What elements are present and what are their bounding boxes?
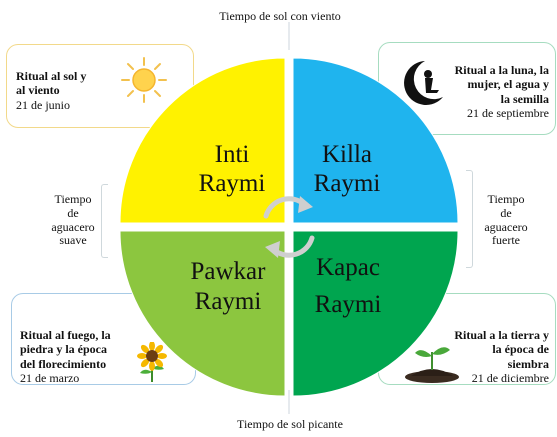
ritual-title-line: del florecimiento <box>20 356 107 371</box>
ritual-title-line: siembra <box>507 356 549 371</box>
time-label-left-line: suave <box>59 233 87 248</box>
ritual-title-line: Ritual a la luna, la <box>454 63 549 77</box>
quadrant-kapac-raymi <box>292 230 459 397</box>
ritual-card-text: Ritual al fuego, la piedra y la época de… <box>20 328 132 386</box>
ritual-card-text: Ritual a la luna, la mujer, el agua y la… <box>431 63 549 121</box>
time-label-bottom: Tiempo de sol picante <box>237 417 343 431</box>
ritual-title-line: Ritual al fuego, la <box>20 328 111 342</box>
ritual-card-text: Ritual al sol y al viento 21 de junio <box>16 69 126 112</box>
quadrant-label-line: Raymi <box>195 288 262 315</box>
time-label-left-line: aguacero <box>51 219 95 234</box>
moon-icon <box>404 61 443 105</box>
ritual-title-line: al viento <box>16 83 60 98</box>
ritual-title-line: la semilla <box>500 91 549 106</box>
quadrant-label-line: Inti <box>215 141 250 168</box>
ritual-card-text: Ritual a la tierra y la época de siembra… <box>429 328 549 386</box>
quadrant-label-line: Kapac <box>316 254 380 281</box>
quadrant-label-line: Raymi <box>315 291 382 318</box>
time-label-right: Tiempo de aguacero fuerte <box>466 192 546 248</box>
ritual-title-line: la época de <box>492 342 549 357</box>
arrow-head-icon <box>265 241 280 258</box>
ritual-date: 21 de septiembre <box>467 106 549 121</box>
sun-icon <box>121 57 167 103</box>
quadrant-inti-raymi <box>119 57 286 224</box>
time-label-right-line: Tiempo <box>487 192 525 206</box>
ritual-date: 21 de junio <box>16 97 70 112</box>
time-label-left-line: de <box>67 205 79 220</box>
sprout-icon <box>405 347 459 383</box>
time-label-top: Tiempo de sol con viento <box>219 9 341 23</box>
bracket-left <box>101 184 108 258</box>
sunflower-icon <box>137 342 167 382</box>
time-label-left-line: Tiempo <box>54 192 92 206</box>
quadrant-label-line: Raymi <box>314 170 381 197</box>
ritual-date: 21 de marzo <box>20 371 80 386</box>
quadrant-label-line: Raymi <box>199 170 266 197</box>
time-label-right-line: fuerte <box>492 233 520 248</box>
time-label-right-line: de <box>500 205 512 220</box>
ritual-title-line: mujer, el agua y <box>467 77 549 92</box>
ritual-title-line: Ritual a la tierra y <box>454 328 549 342</box>
quadrant-label-line: Killa <box>322 141 372 168</box>
ritual-date: 21 de diciembre <box>471 371 549 386</box>
time-label-left: Tiempo de aguacero suave <box>34 192 112 248</box>
bracket-right <box>466 170 473 268</box>
quadrant-pawkar-raymi <box>119 230 286 397</box>
arrow-head-icon <box>298 196 313 213</box>
time-label-right-line: aguacero <box>484 219 528 234</box>
ritual-title-line: Ritual al sol y <box>16 69 87 83</box>
quadrant-killa-raymi <box>292 57 459 224</box>
quadrant-label-line: Pawkar <box>191 258 267 285</box>
ritual-title-line: piedra y la época <box>20 342 107 357</box>
